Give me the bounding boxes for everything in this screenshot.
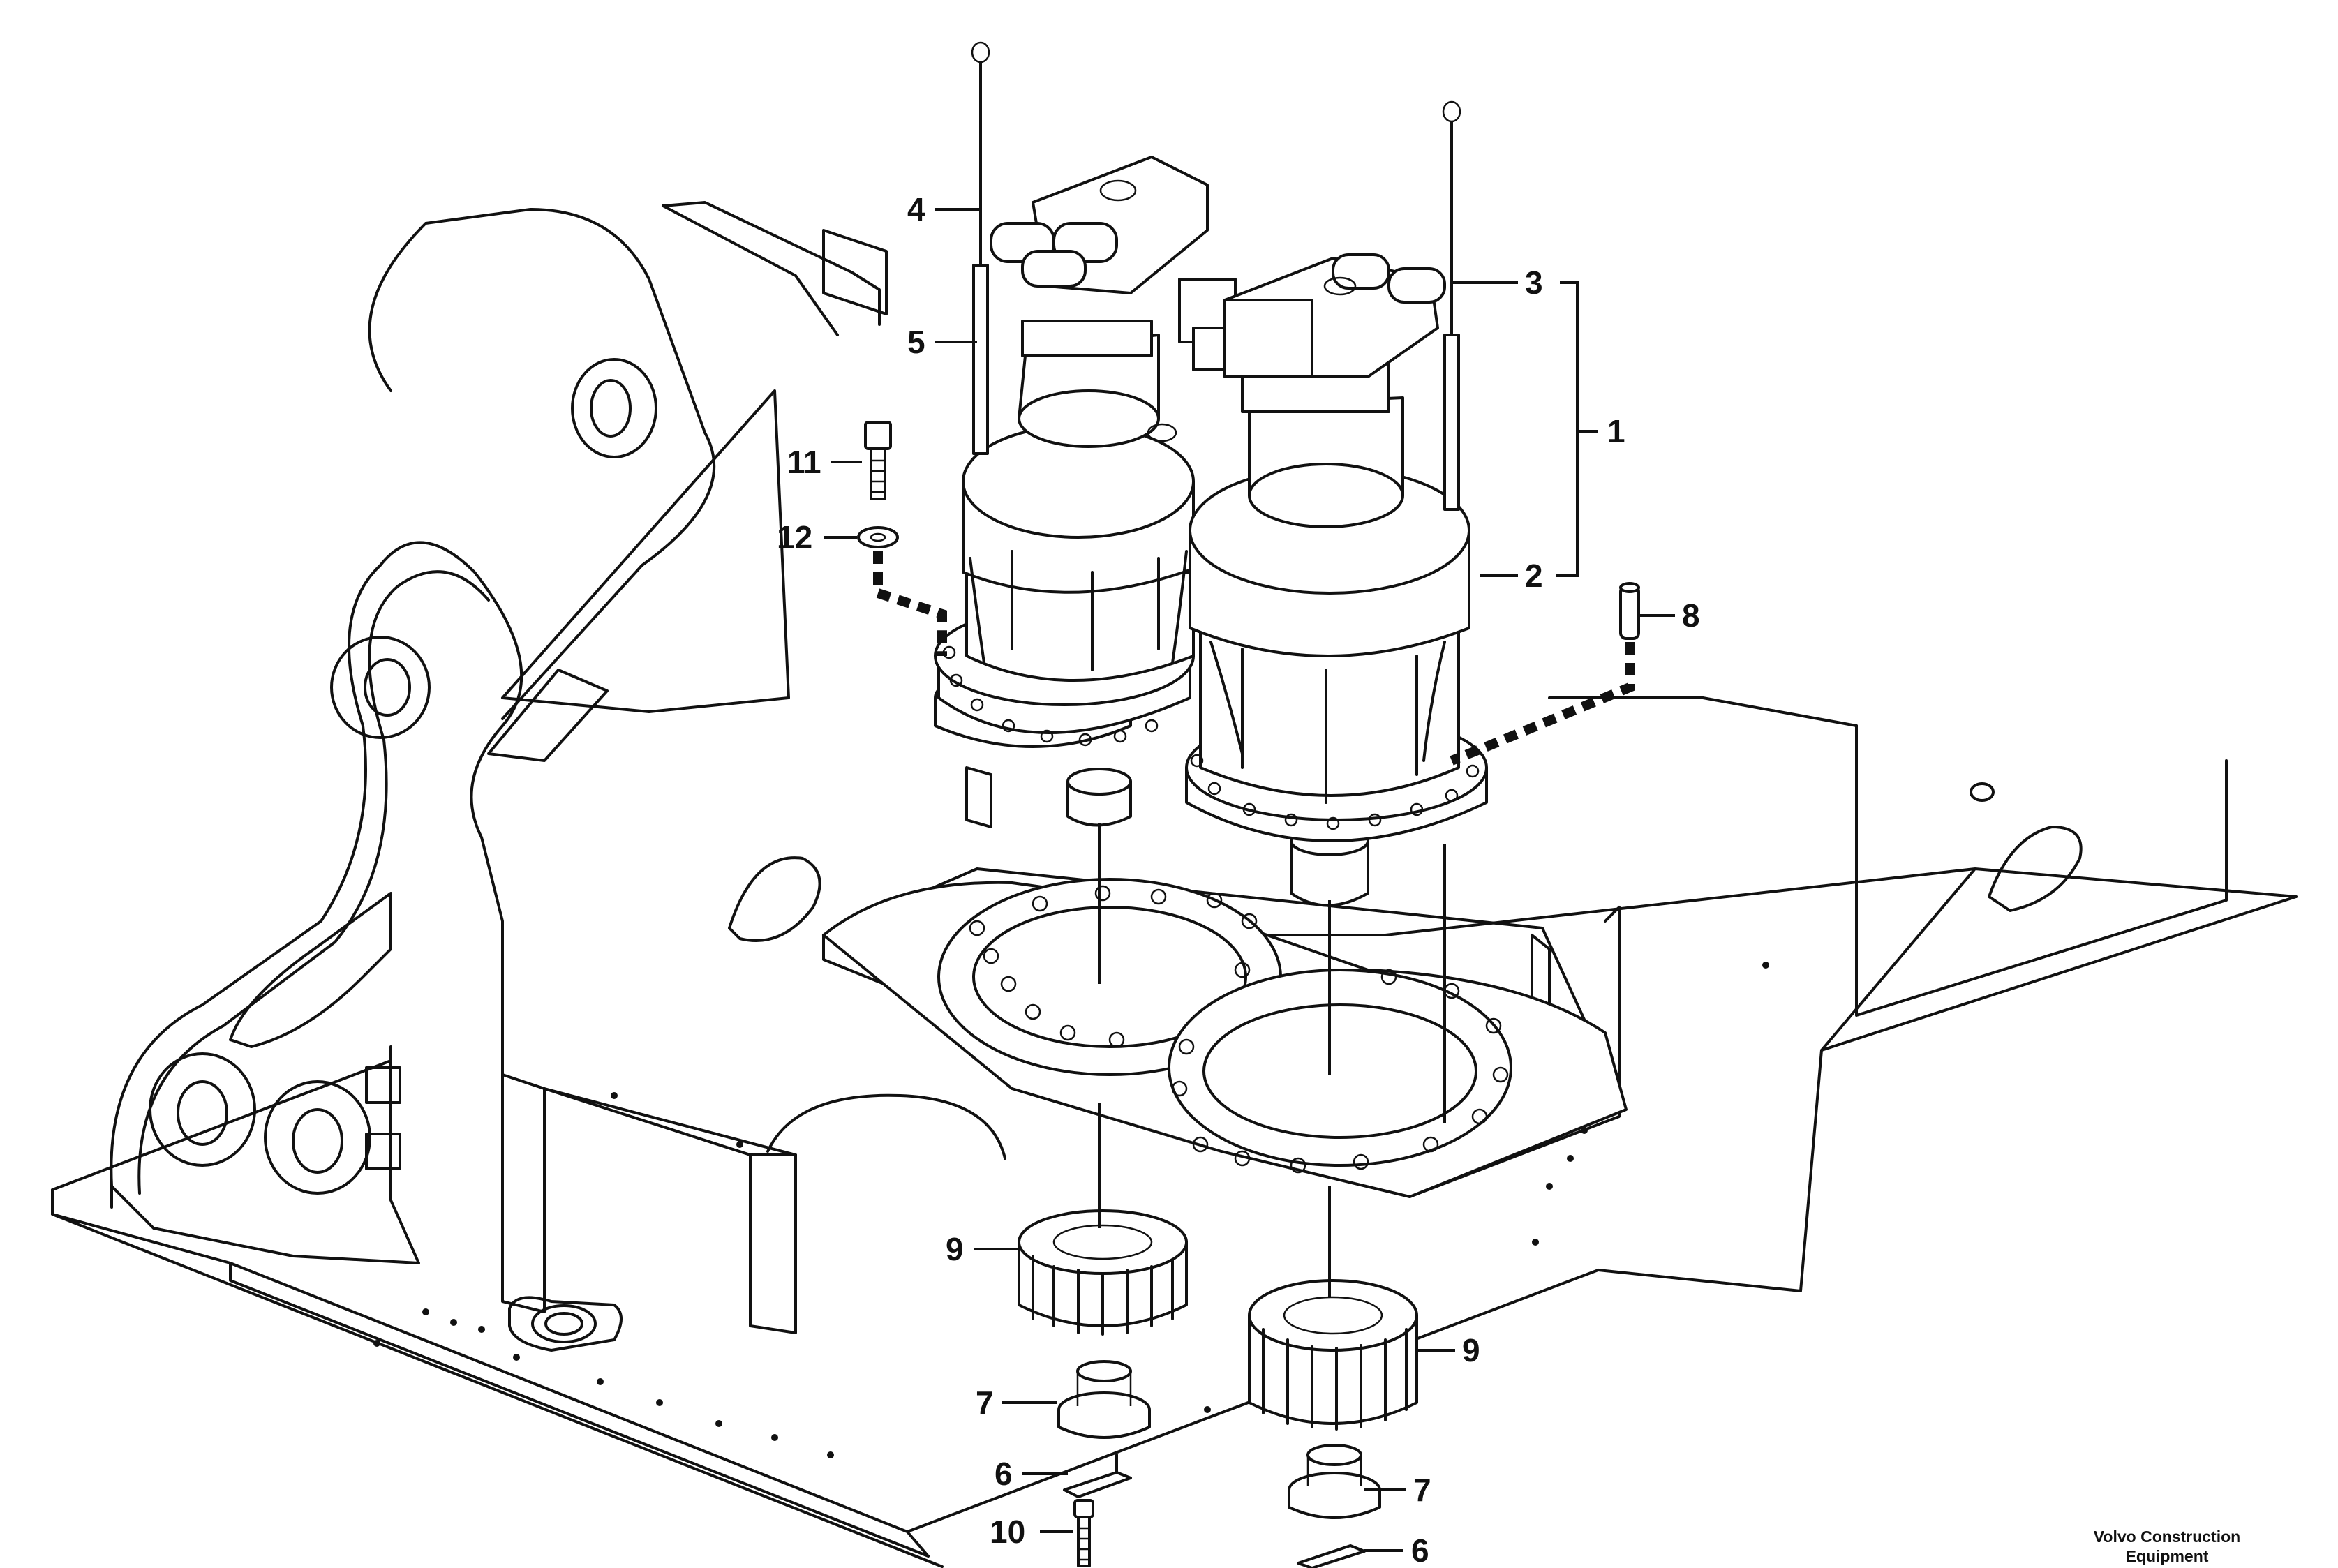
brand-line-2: Equipment <box>2126 1547 2209 1565</box>
assembly-center-lines <box>1098 823 1446 1298</box>
callout-6-left: 6 <box>995 1456 1013 1492</box>
dipstick-left <box>971 41 990 455</box>
motor-mounting-plate <box>822 878 1628 1198</box>
assembly-line-12 <box>873 551 947 656</box>
callout-7-left: 7 <box>976 1384 994 1421</box>
swing-motor-left <box>934 156 1244 827</box>
callout-4: 4 <box>907 191 925 227</box>
pin-8 <box>1619 582 1640 640</box>
callout-7-right: 7 <box>1413 1472 1431 1508</box>
swing-motor-right <box>1185 253 1488 907</box>
pinion-gear-left <box>1018 1209 1188 1336</box>
callout-6-right: 6 <box>1411 1532 1429 1568</box>
assembly-line-8 <box>1450 642 1635 766</box>
callout-9-left: 9 <box>946 1231 964 1267</box>
callout-9-right: 9 <box>1462 1332 1480 1368</box>
callout-12: 12 <box>777 519 812 555</box>
lock-plate-right <box>1297 1544 1366 1568</box>
brand-line-1: Volvo Construction <box>2094 1528 2240 1546</box>
retainer-plate-left <box>1057 1360 1151 1439</box>
retainer-plate-right <box>1288 1444 1381 1519</box>
callout-5: 5 <box>907 324 925 360</box>
callout-3: 3 <box>1525 264 1543 301</box>
lock-plate-left <box>1063 1454 1132 1498</box>
callout-leaders <box>824 208 1675 1552</box>
callout-10: 10 <box>990 1514 1025 1550</box>
callout-2: 2 <box>1525 558 1543 594</box>
callout-11: 11 <box>787 444 821 480</box>
upper-frame <box>51 201 2298 1568</box>
dipstick-right <box>1442 100 1461 511</box>
pinion-gear-right <box>1248 1279 1418 1431</box>
callout-1: 1 <box>1607 413 1625 449</box>
bolt-11 <box>864 421 892 500</box>
callout-8: 8 <box>1682 597 1700 634</box>
washer-12 <box>857 526 899 548</box>
bolt-10 <box>1073 1499 1094 1567</box>
